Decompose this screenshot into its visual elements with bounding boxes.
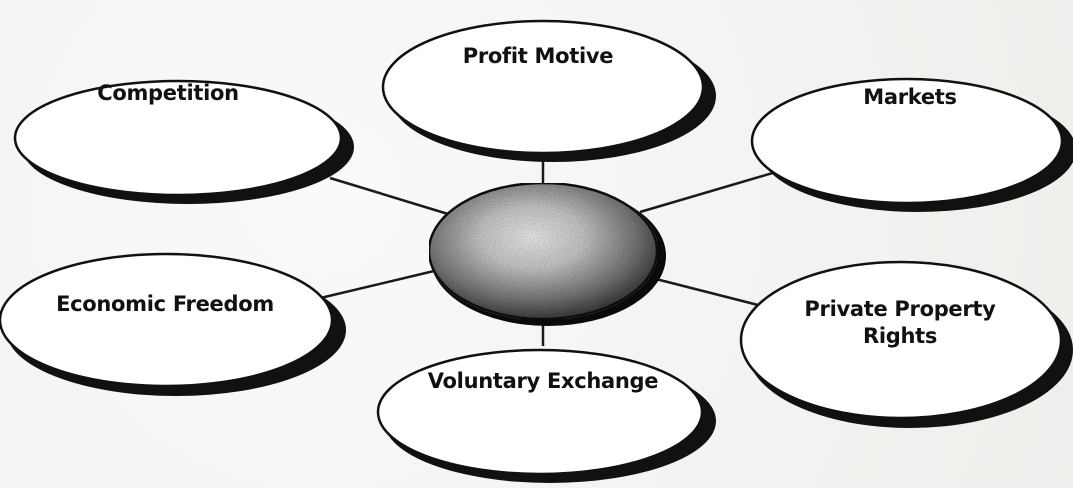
bubble-economic-freedom <box>0 252 334 388</box>
label-voluntary-exchange: Voluntary Exchange <box>427 369 659 393</box>
label-private-property-rights: Private Property Rights <box>804 297 996 348</box>
connector-private-property <box>651 276 763 308</box>
bubble-competition <box>13 79 343 197</box>
bubble-voluntary-exchange <box>376 348 704 476</box>
label-competition: Competition <box>97 81 239 105</box>
bubble-markets <box>750 77 1064 205</box>
connector-competition <box>329 176 449 216</box>
connector-economic-freedom <box>311 269 435 302</box>
label-economic-freedom: Economic Freedom <box>56 292 274 316</box>
label-markets: Markets <box>863 85 957 109</box>
center-oval <box>427 181 659 321</box>
center-node <box>427 181 666 326</box>
bubble-profit-motive <box>381 19 705 155</box>
label-profit-motive: Profit Motive <box>462 44 614 68</box>
connector-lines <box>311 160 777 346</box>
bubble-private-property <box>739 260 1063 420</box>
connector-markets <box>639 170 777 214</box>
bubbles <box>0 19 1064 476</box>
